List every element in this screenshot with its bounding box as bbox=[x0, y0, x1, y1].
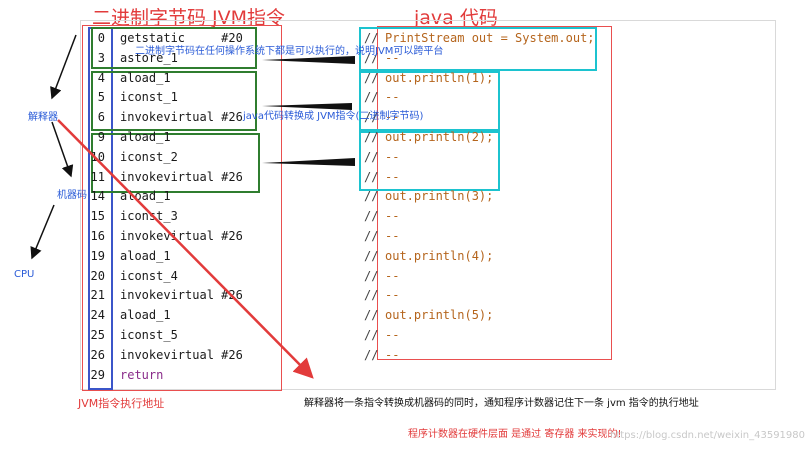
comment-marker: // bbox=[364, 229, 379, 243]
java-source-line: -- bbox=[385, 50, 400, 65]
java-source-line: -- bbox=[385, 149, 400, 164]
bytecode-instruction: astore_1 bbox=[120, 50, 178, 65]
line-number: 24 bbox=[90, 308, 105, 323]
bytecode-instruction: iconst_3 bbox=[120, 209, 178, 224]
java-group-2 bbox=[359, 71, 500, 131]
comment-marker: // bbox=[364, 189, 379, 204]
pc-note: 程序计数器在硬件层面 是通过 寄存器 来实现的! bbox=[408, 429, 622, 440]
bytecode-instruction: iconst_1 bbox=[120, 90, 178, 105]
line-number: 5 bbox=[97, 90, 105, 105]
java-source-line: -- bbox=[385, 328, 400, 342]
java-source-line: -- bbox=[385, 229, 400, 243]
comment-marker: // bbox=[364, 169, 379, 184]
line-number: 26 bbox=[90, 347, 105, 362]
comment-marker: // bbox=[364, 130, 379, 144]
comment-marker: // bbox=[364, 50, 379, 65]
platform-note: 二进制字节码在任何操作系统下都是可以执行的，说明JVM可以跨平台 bbox=[135, 46, 444, 57]
line-number: 6 bbox=[97, 110, 105, 125]
java-source-line: -- bbox=[385, 347, 400, 362]
bytecode-instruction: aload_1 bbox=[120, 189, 171, 204]
bytecode-instruction: return bbox=[120, 367, 164, 382]
interpreter-to-machine-arrow bbox=[51, 121, 74, 178]
bytecode-instruction: invokevirtual #26 bbox=[120, 347, 243, 362]
java-source-line: -- bbox=[385, 268, 400, 283]
comment-marker: // bbox=[364, 90, 379, 105]
bytecode-instruction: getstatic #20 bbox=[120, 31, 243, 45]
outer-frame bbox=[80, 20, 776, 390]
watermark: https://blog.csdn.net/weixin_43591980 bbox=[610, 430, 805, 441]
convert-arrow-3 bbox=[262, 158, 355, 166]
interpreter-in-arrow bbox=[50, 34, 77, 100]
java-source-line: out.println(4); bbox=[385, 248, 494, 263]
address-label: JVM指令执行地址 bbox=[78, 397, 165, 410]
bytecode-instruction: aload_1 bbox=[120, 308, 171, 323]
bytecode-instruction: invokevirtual #26 bbox=[120, 229, 243, 243]
bytecode-title: 二进制字节码 JVM指令 bbox=[92, 7, 286, 29]
bytecode-instruction: aload_1 bbox=[120, 130, 171, 144]
bytecode-instruction: aload_1 bbox=[120, 248, 171, 263]
java-code-box bbox=[377, 26, 612, 360]
cpu-label: CPU bbox=[14, 269, 35, 280]
comment-marker: // bbox=[364, 328, 379, 342]
java-source-line: -- bbox=[385, 209, 400, 224]
comment-marker: // bbox=[364, 70, 379, 85]
line-number: 9 bbox=[97, 130, 105, 144]
line-number: 19 bbox=[90, 248, 105, 263]
java-source-line: out.println(3); bbox=[385, 189, 494, 204]
interpreter-label: 解释器 bbox=[28, 112, 58, 123]
java-source-line: -- bbox=[385, 110, 400, 125]
interpreter-note: 解释器将一条指令转换成机器码的同时，通知程序计数器记住下一条 jvm 指令的执行… bbox=[304, 398, 699, 409]
java-source-line: -- bbox=[385, 90, 400, 105]
machine-to-cpu-arrow bbox=[30, 204, 55, 260]
convert-note: java代码转换成 JVM指令(二进制字节码) bbox=[243, 111, 424, 122]
bytecode-instruction: iconst_4 bbox=[120, 268, 178, 283]
line-number: 15 bbox=[90, 209, 105, 224]
bytecode-box bbox=[82, 25, 282, 391]
bytecode-group-1 bbox=[91, 27, 257, 69]
line-number: 10 bbox=[90, 149, 105, 164]
comment-marker: // bbox=[364, 308, 379, 323]
comment-marker: // bbox=[364, 288, 379, 303]
java-source-line: out.println(2); bbox=[385, 130, 494, 144]
java-source-line: out.println(5); bbox=[385, 308, 494, 323]
java-source-line: out.println(1); bbox=[385, 70, 494, 85]
bytecode-instruction: aload_1 bbox=[120, 70, 171, 85]
line-number: 14 bbox=[90, 189, 105, 204]
bytecode-instruction: iconst_2 bbox=[120, 149, 178, 164]
comment-marker: // bbox=[364, 268, 379, 283]
line-number: 25 bbox=[90, 328, 105, 342]
bytecode-instruction: invokevirtual #26 bbox=[120, 169, 243, 184]
bytecode-instruction: iconst_5 bbox=[120, 328, 178, 342]
convert-arrow-1 bbox=[262, 56, 355, 64]
machine-code-label: 机器码 bbox=[57, 190, 87, 201]
line-number: 0 bbox=[97, 31, 105, 45]
bytecode-group-3 bbox=[91, 133, 260, 193]
java-source-line: -- bbox=[385, 169, 400, 184]
bytecode-instruction: invokevirtual #26 bbox=[120, 110, 243, 125]
comment-marker: // bbox=[364, 149, 379, 164]
line-number: 21 bbox=[90, 288, 105, 303]
line-number: 3 bbox=[97, 50, 105, 65]
line-number: 29 bbox=[90, 367, 105, 382]
interpreter-note-arrow bbox=[57, 119, 314, 379]
comment-marker: // bbox=[364, 31, 379, 45]
line-number: 20 bbox=[90, 268, 105, 283]
java-source-line: PrintStream out = System.out; bbox=[385, 31, 595, 45]
comment-marker: // bbox=[364, 209, 379, 224]
java-group-3 bbox=[359, 131, 500, 191]
line-number: 16 bbox=[90, 229, 105, 243]
line-number: 11 bbox=[90, 169, 105, 184]
convert-arrow-2 bbox=[262, 103, 352, 110]
java-source-line: -- bbox=[385, 288, 400, 303]
comment-marker: // bbox=[364, 248, 379, 263]
java-group-1 bbox=[359, 27, 597, 71]
comment-marker: // bbox=[364, 347, 379, 362]
line-number: 4 bbox=[97, 70, 105, 85]
comment-marker: // bbox=[364, 110, 379, 125]
bytecode-group-2 bbox=[91, 71, 257, 131]
java-title: java 代码 bbox=[414, 7, 498, 29]
